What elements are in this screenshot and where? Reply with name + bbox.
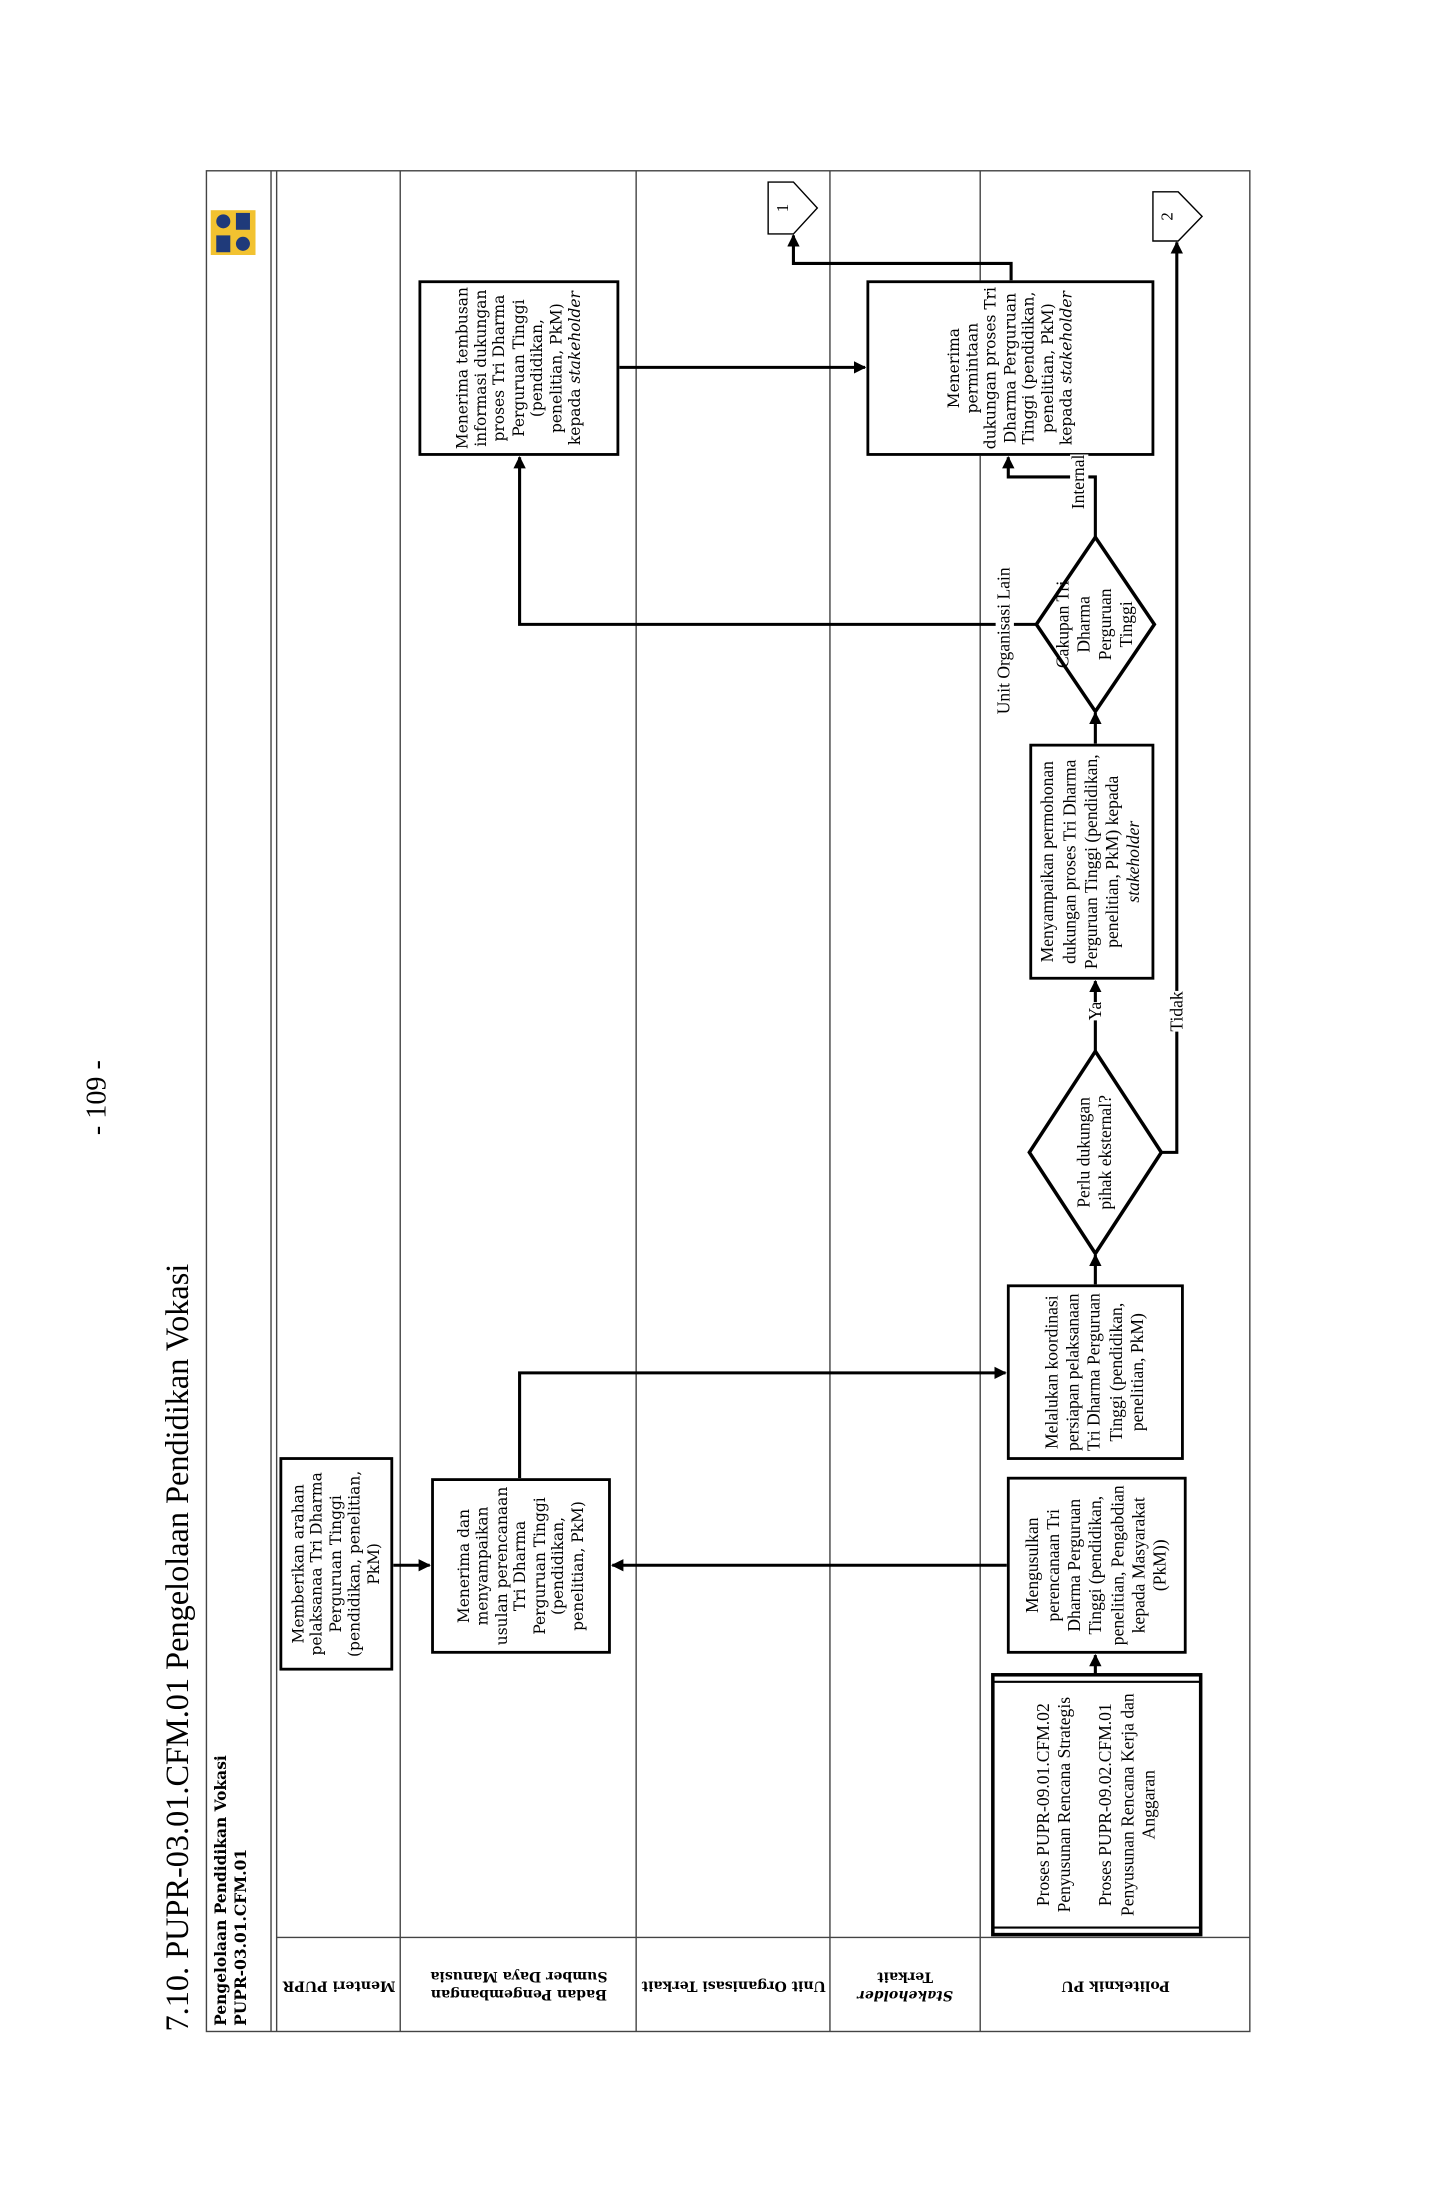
box-menerima-menyampaikan: Menerima dan menyampaikan usulan perenca… (431, 1478, 611, 1654)
lane-label-text: Politeknik PU (1060, 1977, 1170, 1994)
box-text: Melalukan koordinasi persiapan pelaksana… (1041, 1293, 1148, 1452)
connector-2-label: 2 (1157, 212, 1177, 221)
box-text: Menerima permintaan dukungan proses Tri … (944, 287, 1076, 450)
lane-label-text: Menteri PUPR (282, 1977, 395, 1994)
box-text: Mengusulkan perencanaan Tri Dharma Pergu… (1021, 1485, 1170, 1646)
box-text: Menerima dan menyampaikan usulan perenca… (455, 1486, 587, 1646)
box-memberikan-arahan: Memberikan arahan pelaksanaa Tri Dharma … (279, 1457, 394, 1671)
pupr-logo-icon (210, 210, 256, 256)
process-reference-box: Proses PUPR-09.01.CFM.02 Penyusunan Renc… (995, 1683, 1198, 1927)
decision-text: Cakupan Tri Dharma Perguruan Tinggi (1052, 580, 1137, 669)
box-menerima-permintaan: Menerima permintaan dukungan proses Tri … (866, 280, 1155, 456)
table-frame (205, 170, 1251, 2033)
box-koordinasi: Melalukan koordinasi persiapan pelaksana… (1006, 1284, 1184, 1460)
lane-label-text: Badan Pengembangan Sumber Daya Manusia (429, 1968, 607, 2002)
edge-label-ya: Ya (1085, 1001, 1106, 1021)
box-text: Menerima tembusan informasi dukungan pro… (452, 287, 585, 450)
lane-label-bpsdm: Badan Pengembangan Sumber Daya Manusia (400, 1937, 636, 2031)
edge-tidak (1161, 241, 1183, 1154)
lane-label-unit-organisasi: Unit Organisasi Terkait (636, 1937, 830, 2031)
decision-eksternal-text: Perlu dukungan pihak eksternal? (1050, 1085, 1140, 1220)
box-text: Menyampaikan permohonan dukungan proses … (1038, 754, 1123, 970)
edge-label-internal: Internal (1068, 454, 1089, 510)
process-ref-2: Proses PUPR-09.02.CFM.01 Penyusunan Renc… (1095, 1693, 1159, 1917)
decision-cakupan-text: Cakupan Tri Dharma Perguruan Tinggi (1053, 568, 1137, 680)
offpage-connector-2 (1152, 191, 1204, 242)
box-menyampaikan-permohonan: Menyampaikan permohonan dukungan proses … (1029, 743, 1155, 980)
box-mengusulkan: Mengusulkan perencanaan Tri Dharma Pergu… (1006, 1476, 1187, 1654)
connector-1-label: 1 (772, 203, 793, 213)
lane-label-politeknik: Politeknik PU (924, 1937, 1306, 2031)
decision-text: Perlu dukungan pihak eksternal? (1073, 1095, 1116, 1210)
box-text-italic: stakeholder (1057, 291, 1076, 384)
edge-internal (1002, 456, 1097, 538)
edge-permintaan-to-connector-1 (787, 234, 1013, 281)
box-text-italic: stakeholder (565, 291, 585, 384)
edge-unit-organisasi-lain (513, 456, 1037, 626)
box-menerima-tembusan: Menerima tembusan informasi dukungan pro… (418, 280, 620, 456)
header-process-code: PUPR-03.01.CFM.01 (231, 1848, 250, 2026)
edge-label-tidak: Tidak (1166, 991, 1187, 1032)
edge-menerima-to-koordinasi (518, 1366, 1007, 1479)
edge-label-unit-organisasi-lain: Unit Organisasi Lain (994, 567, 1014, 715)
lane-label-text: Unit Organisasi Terkait (640, 1977, 826, 1994)
box-text-italic: stakeholder (1123, 820, 1144, 903)
offpage-connector-1 (767, 181, 819, 235)
lane-label-menteri: Menteri PUPR (277, 1937, 401, 2031)
header-process-name: Pengelolaan Pendidikan Vokasi (212, 1755, 231, 2026)
process-ref-1: Proses PUPR-09.01.CFM.02 Penyusunan Renc… (1033, 1696, 1075, 1913)
box-text: Memberikan arahan pelaksanaa Tri Dharma … (289, 1470, 383, 1657)
